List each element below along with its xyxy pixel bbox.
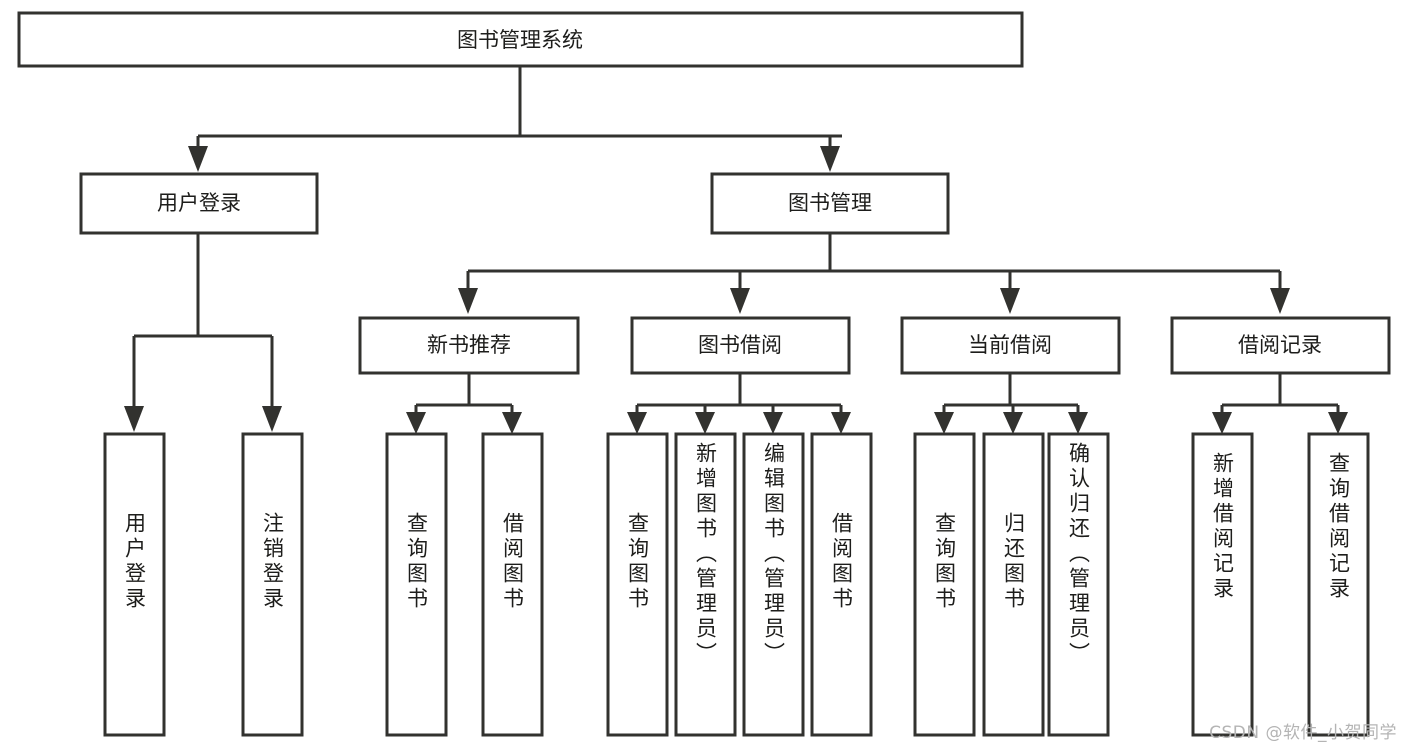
arrow-head-borrow-record xyxy=(1270,288,1290,314)
arrow-head-br-query-record xyxy=(1328,412,1348,434)
node-current-borrow-box[interactable] xyxy=(900,316,1121,375)
arrow-head-cb-return-book xyxy=(1003,412,1023,434)
connector-group-new-book-recommend xyxy=(406,373,522,434)
node-book-management-box[interactable] xyxy=(710,172,950,235)
leaf-box-bb-add-book[interactable] xyxy=(674,432,737,737)
arrow-head-leaf-logout xyxy=(262,406,282,432)
node-book-management-label: 图书管理 xyxy=(788,191,872,215)
node-new-book-recommend-box[interactable] xyxy=(358,316,580,375)
connector-group-book-borrow xyxy=(627,373,851,434)
csdn-watermark: CSDN @软件_小贺同学 xyxy=(1209,723,1397,743)
leaf-box-br-query-record[interactable] xyxy=(1307,432,1370,737)
node-book-management[interactable]: 图书管理 xyxy=(710,172,950,235)
node-current-borrow-label: 当前借阅 xyxy=(968,333,1052,357)
node-user-login[interactable]: 用户登录 xyxy=(79,172,319,235)
arrow-head-leaf-user-login xyxy=(124,406,144,432)
arrow-head-nbr-borrow-book xyxy=(502,412,522,434)
connector-group-root xyxy=(188,66,842,172)
leaf-box-bb-borrow-book[interactable] xyxy=(810,432,873,737)
connector-group-book-mgmt xyxy=(458,233,1290,314)
arrow-head-bb-query-book xyxy=(627,412,647,434)
leaf-box-bb-query-book[interactable] xyxy=(606,432,669,737)
node-book-borrow-box[interactable] xyxy=(630,316,851,375)
node-borrow-record-box[interactable] xyxy=(1170,316,1391,375)
node-root-box[interactable] xyxy=(17,11,1024,68)
connector-group-current-borrow xyxy=(934,373,1088,434)
node-book-borrow[interactable]: 图书借阅 xyxy=(630,316,851,375)
node-borrow-record-label: 借阅记录 xyxy=(1238,333,1322,357)
connector-group-user-login xyxy=(124,233,282,432)
leaf-box-br-add-record[interactable] xyxy=(1191,432,1254,737)
arrow-head-br-add-record xyxy=(1212,412,1232,434)
leaf-box-user-login[interactable] xyxy=(103,432,166,737)
arrow-head-user-login xyxy=(188,146,208,172)
leaf-box-cb-return-book[interactable] xyxy=(982,432,1045,737)
arrow-head-bb-edit-book xyxy=(763,412,783,434)
arrow-head-current-borrow xyxy=(1000,288,1020,314)
arrow-head-book-mgmt xyxy=(820,146,840,172)
connector-group-borrow-record xyxy=(1212,373,1348,434)
arrow-head-new-book-recommend xyxy=(458,288,478,314)
arrow-head-bb-add-book xyxy=(695,412,715,434)
leaf-box-logout[interactable] xyxy=(241,432,304,737)
node-book-borrow-label: 图书借阅 xyxy=(698,333,782,357)
node-borrow-record[interactable]: 借阅记录 xyxy=(1170,316,1391,375)
leaf-box-bb-edit-book[interactable] xyxy=(742,432,805,737)
arrow-head-book-borrow xyxy=(730,288,750,314)
node-user-login-label: 用户登录 xyxy=(157,191,241,215)
arrow-head-cb-confirm-return xyxy=(1068,412,1088,434)
node-new-book-recommend[interactable]: 新书推荐 xyxy=(358,316,580,375)
node-new-book-recommend-label: 新书推荐 xyxy=(427,333,511,357)
node-root-label: 图书管理系统 xyxy=(457,28,583,52)
node-current-borrow[interactable]: 当前借阅 xyxy=(900,316,1121,375)
arrow-head-cb-query-book xyxy=(934,412,954,434)
node-user-login-box[interactable] xyxy=(79,172,319,235)
leaf-box-nbr-borrow-book[interactable] xyxy=(481,432,544,737)
leaf-box-cb-confirm-return[interactable] xyxy=(1047,432,1110,737)
arrow-head-nbr-query-book xyxy=(406,412,426,434)
leaf-box-cb-query-book[interactable] xyxy=(913,432,976,737)
node-root[interactable]: 图书管理系统 xyxy=(17,11,1024,68)
leaf-box-nbr-query-book[interactable] xyxy=(385,432,448,737)
arrow-head-bb-borrow-book xyxy=(831,412,851,434)
